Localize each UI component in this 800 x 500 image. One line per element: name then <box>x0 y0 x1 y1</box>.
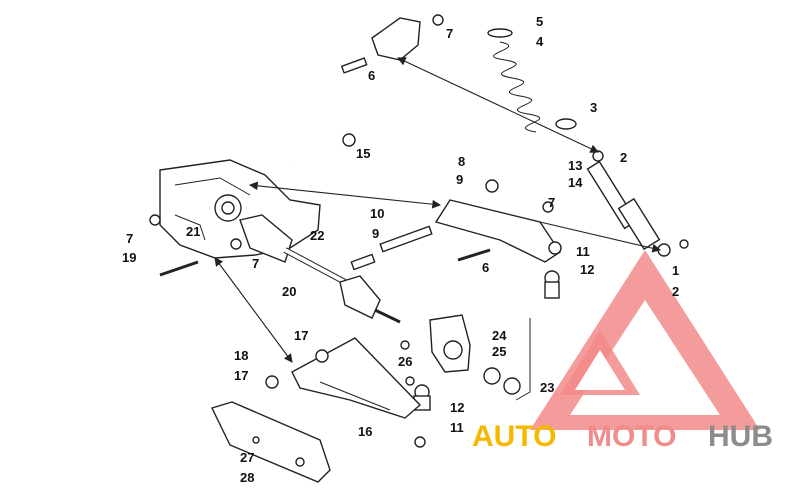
reference-arrows <box>214 57 662 401</box>
watermark-word-moto: MOTO <box>587 420 676 453</box>
callout-number: 17 <box>234 368 248 383</box>
callout-number: 7 <box>252 256 259 271</box>
callout-number: 7 <box>446 26 453 41</box>
callout-number: 8 <box>458 154 465 169</box>
steering-knuckle <box>400 314 471 386</box>
callout-number: 13 <box>568 158 582 173</box>
callout-number: 11 <box>450 420 464 435</box>
callout-number: 12 <box>580 262 594 277</box>
callout-number: 15 <box>356 146 370 161</box>
callout-number: 2 <box>672 284 679 299</box>
callout-number: 22 <box>310 228 324 243</box>
callout-number: 12 <box>450 400 464 415</box>
callout-number: 2 <box>620 150 627 165</box>
callout-number: 3 <box>590 100 597 115</box>
upper-a-arm <box>350 179 561 271</box>
watermark-text: AUTO MOTO HUB <box>472 420 773 453</box>
watermark-word-auto: AUTO <box>472 420 556 453</box>
callout-number: 4 <box>536 34 544 49</box>
callout-number: 7 <box>126 231 133 246</box>
callout-number: 19 <box>122 250 136 265</box>
misc-bolts <box>149 201 554 277</box>
snap-ring <box>414 241 562 448</box>
callout-number: 20 <box>282 284 296 299</box>
shock-absorber <box>586 150 689 257</box>
callout-labels: 1223456677778991011111212131415161717181… <box>122 14 679 485</box>
callout-number: 16 <box>358 424 372 439</box>
callout-number: 14 <box>568 175 583 190</box>
callout-number: 9 <box>372 226 379 241</box>
coil-spring <box>487 28 577 133</box>
watermark-logo <box>530 250 760 430</box>
upper-bracket <box>340 14 444 74</box>
watermark-word-hub: HUB <box>708 420 773 453</box>
skid-plate <box>211 401 331 483</box>
callout-number: 6 <box>482 260 489 275</box>
callout-number: 6 <box>368 68 375 83</box>
callout-number: 7 <box>548 195 555 210</box>
callout-number: 11 <box>576 244 590 259</box>
callout-number: 28 <box>240 470 254 485</box>
callout-number: 21 <box>186 224 200 239</box>
callout-number: 10 <box>370 206 384 221</box>
ball-joint-upper <box>544 270 560 299</box>
drive-axle <box>230 214 401 324</box>
callout-number: 5 <box>536 14 543 29</box>
callout-number: 1 <box>672 263 679 278</box>
callout-number: 18 <box>234 348 248 363</box>
callout-number: 24 <box>492 328 507 343</box>
callout-number: 23 <box>540 380 554 395</box>
callout-number: 26 <box>398 354 412 369</box>
callout-number: 9 <box>456 172 463 187</box>
callout-number: 27 <box>240 450 254 465</box>
long-bolt <box>289 133 356 164</box>
callout-number: 17 <box>294 328 308 343</box>
callout-number: 25 <box>492 344 506 359</box>
hub-bearing <box>483 367 521 395</box>
lower-a-arm <box>265 337 422 419</box>
